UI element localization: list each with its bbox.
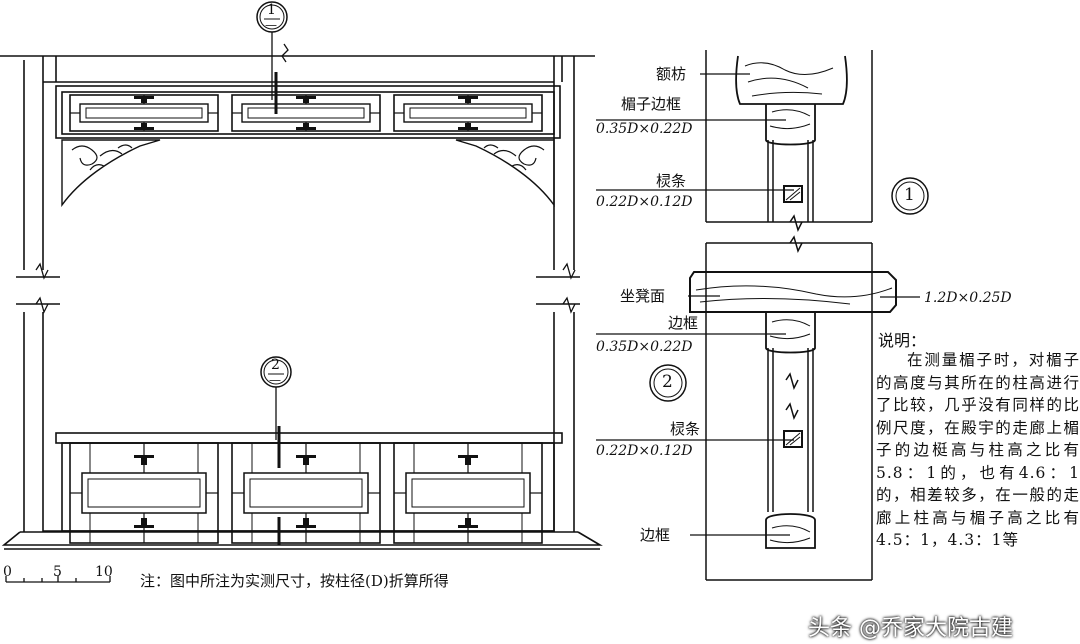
label-biankuang-bottom: 边框 — [640, 526, 671, 544]
label-tizi-bian-kuang: 楣子边框 — [621, 95, 682, 113]
watermark: 头条 @乔家大院古建 — [808, 616, 1013, 641]
hatch-detail — [785, 187, 801, 446]
section-circles — [649, 177, 929, 402]
dim-lingtiao-top: 0.22D×0.12D — [596, 194, 693, 210]
note-body: 在测量楣子时，对楣子的高度与其所在的柱高进行了比较，几乎没有同样的比例尺度，在殿… — [876, 351, 1080, 549]
label-ezfang: 额枋 — [656, 65, 687, 83]
section-marker-2-number: 2 — [271, 357, 280, 373]
scale-0: 0 — [3, 564, 12, 580]
footnote: 注：图中所注为实测尺寸，按柱径(D)折算所得 — [140, 572, 449, 590]
section-marker-2-dash: — — [269, 373, 281, 387]
dim-lingtiao-bottom: 0.22D×0.12D — [596, 443, 693, 459]
note-title: 说明： — [878, 331, 927, 350]
label-lingtiao-top: 棂条 — [656, 172, 687, 190]
label-biankuang-mid: 边框 — [668, 314, 699, 332]
dim-biankuang-mid: 0.35D×0.22D — [596, 339, 693, 355]
label-lingtiao-bottom: 棂条 — [670, 420, 701, 438]
section-circle-1: 1 — [904, 185, 915, 205]
section-marker-1-number: 1 — [267, 2, 276, 18]
section-view — [689, 50, 897, 581]
dim-tizi-bian-kuang: 0.35D×0.22D — [596, 121, 693, 137]
section-marker-1-dash: — — [265, 18, 277, 32]
break-symbols — [35, 43, 576, 314]
scale-bar — [5, 576, 111, 583]
section-cut-1 — [256, 1, 288, 114]
scale-5: 5 — [53, 564, 62, 580]
dim-zuodengmian: 1.2D×0.25D — [924, 290, 1012, 306]
section-circle-2: 2 — [662, 372, 673, 392]
label-zuodengmian: 坐凳面 — [620, 287, 666, 305]
leader-lines — [596, 73, 920, 536]
scale-10: 10 — [95, 564, 113, 580]
section-cut-2 — [260, 356, 292, 545]
